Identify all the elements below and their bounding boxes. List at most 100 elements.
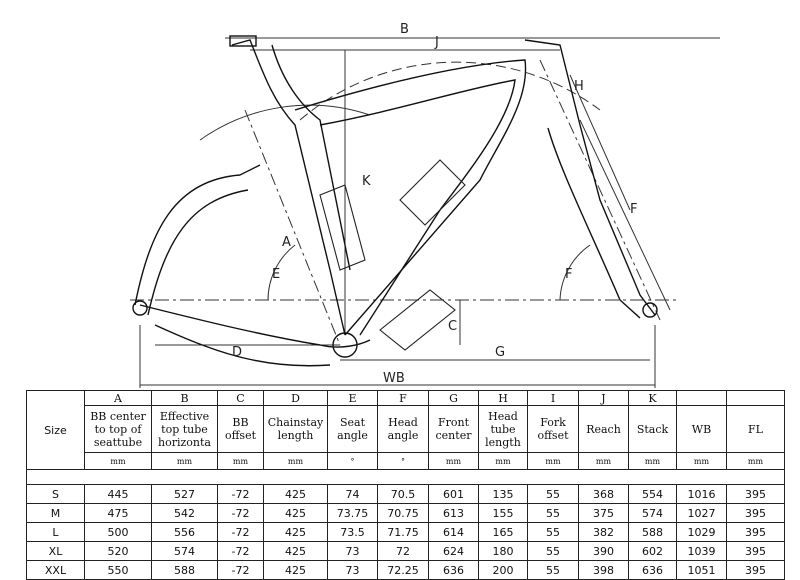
- value-cell: 395: [726, 522, 785, 542]
- column-unit: mm: [217, 452, 264, 470]
- value-cell: 200: [478, 560, 528, 580]
- value-cell: 1016: [676, 484, 727, 504]
- column-name: Seat angle: [327, 405, 378, 453]
- size-cell: XL: [26, 541, 85, 561]
- column-unit: °: [327, 452, 378, 470]
- value-cell: 72.25: [377, 560, 429, 580]
- column-letter: J: [578, 390, 629, 406]
- value-cell: 165: [478, 522, 528, 542]
- value-cell: 425: [263, 541, 328, 561]
- column-unit: mm: [263, 452, 328, 470]
- column-letter: D: [263, 390, 328, 406]
- seat-tube-rear: [271, 44, 351, 271]
- column-name: Stack: [628, 405, 677, 453]
- value-cell: 72: [377, 541, 429, 561]
- dim-arc-a: [199, 104, 371, 141]
- value-cell: 602: [628, 541, 677, 561]
- value-cell: 55: [527, 503, 579, 523]
- value-cell: 425: [263, 484, 328, 504]
- value-cell: 588: [628, 522, 677, 542]
- column-unit: mm: [84, 452, 152, 470]
- value-cell: 588: [151, 560, 218, 580]
- seat-stay-inner: [147, 189, 249, 316]
- seat-tube: [231, 39, 346, 336]
- column-unit: mm: [676, 452, 727, 470]
- value-cell: 636: [428, 560, 479, 580]
- value-cell: 614: [428, 522, 479, 542]
- value-cell: 390: [578, 541, 629, 561]
- column-unit: mm: [478, 452, 528, 470]
- head-angle-arc: [559, 244, 591, 301]
- label-d: D: [232, 345, 242, 360]
- value-cell: 55: [527, 560, 579, 580]
- value-cell: 74: [327, 484, 378, 504]
- bottle-lower: [379, 289, 456, 351]
- spacer-row: [26, 469, 785, 485]
- value-cell: 500: [84, 522, 152, 542]
- frame-geometry-drawing: B J K A E F H F C D G WB: [130, 22, 720, 388]
- column-letter: B: [151, 390, 218, 406]
- column-unit: mm: [527, 452, 579, 470]
- value-cell: 574: [628, 503, 677, 523]
- label-h: H: [574, 79, 584, 94]
- value-cell: -72: [217, 522, 264, 542]
- column-letter: [676, 390, 727, 406]
- value-cell: 445: [84, 484, 152, 504]
- bottom-bracket: [332, 332, 358, 358]
- head-tube-fork: [524, 39, 656, 316]
- value-cell: 70.75: [377, 503, 429, 523]
- column-name: Effective top tube horizonta: [151, 405, 218, 453]
- value-cell: 55: [527, 522, 579, 542]
- column-letter: [726, 390, 785, 406]
- value-cell: 556: [151, 522, 218, 542]
- size-cell: XXL: [26, 560, 85, 580]
- size-cell: L: [26, 522, 85, 542]
- column-name: WB: [676, 405, 727, 453]
- size-header: Size: [26, 390, 85, 470]
- column-unit: mm: [428, 452, 479, 470]
- value-cell: 527: [151, 484, 218, 504]
- bottle-downtube: [399, 159, 466, 226]
- bottle-seattube: [319, 184, 366, 271]
- value-cell: 1039: [676, 541, 727, 561]
- column-name: BB offset: [217, 405, 264, 453]
- value-cell: 574: [151, 541, 218, 561]
- value-cell: 382: [578, 522, 629, 542]
- value-cell: 398: [578, 560, 629, 580]
- value-cell: 73: [327, 541, 378, 561]
- value-cell: 395: [726, 503, 785, 523]
- value-cell: 520: [84, 541, 152, 561]
- value-cell: 601: [428, 484, 479, 504]
- column-unit: °: [377, 452, 429, 470]
- value-cell: 135: [478, 484, 528, 504]
- label-k: K: [362, 174, 371, 189]
- column-letter: I: [527, 390, 579, 406]
- column-letter: F: [377, 390, 429, 406]
- spacer-cell: [26, 469, 785, 485]
- seat-angle-arc: [267, 244, 296, 301]
- chainstay: [139, 304, 371, 348]
- size-cell: S: [26, 484, 85, 504]
- column-name: Head angle: [377, 405, 429, 453]
- label-c: C: [448, 319, 457, 334]
- column-letter: A: [84, 390, 152, 406]
- column-name: BB center to top of seattube: [84, 405, 152, 453]
- column-name: Reach: [578, 405, 629, 453]
- value-cell: 425: [263, 503, 328, 523]
- fork-dropout: [642, 302, 658, 318]
- value-cell: -72: [217, 484, 264, 504]
- value-cell: -72: [217, 560, 264, 580]
- column-letter: C: [217, 390, 264, 406]
- value-cell: 73: [327, 560, 378, 580]
- size-cell: M: [26, 503, 85, 523]
- chainstay-lower: [154, 324, 331, 367]
- dim-line-h: [569, 74, 631, 211]
- column-name: Front center: [428, 405, 479, 453]
